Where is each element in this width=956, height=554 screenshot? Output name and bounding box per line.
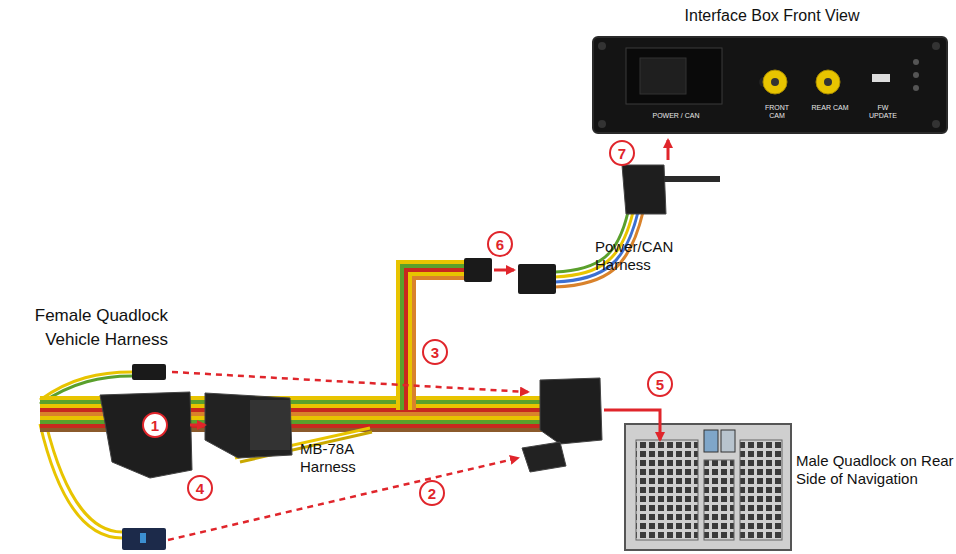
- callout-number: 5: [647, 371, 673, 397]
- callout-number: 1: [142, 412, 168, 438]
- interface-box: Interface Box Front ViewPOWER / CANFRONT…: [592, 36, 948, 134]
- part-name: Female Quadlock Vehicle Harness: [0, 304, 168, 352]
- part-name: Male Quadlock on Rear Side of Navigation: [796, 452, 956, 488]
- part-name: Power/CAN Harness: [595, 238, 695, 274]
- callout-number: 3: [422, 339, 448, 365]
- callout-number: 6: [487, 231, 513, 257]
- port-label: POWER / CAN: [626, 112, 726, 120]
- box-heading: Interface Box Front View: [594, 6, 950, 26]
- port-label: FW UPDATE: [863, 104, 903, 120]
- callout-number: 2: [419, 480, 445, 506]
- callout-number: 7: [609, 140, 635, 166]
- callout-number: 4: [187, 475, 213, 501]
- port-label: REAR CAM: [810, 104, 850, 112]
- port-label: FRONT CAM: [757, 104, 797, 120]
- part-name: MB-78A Harness: [300, 440, 380, 476]
